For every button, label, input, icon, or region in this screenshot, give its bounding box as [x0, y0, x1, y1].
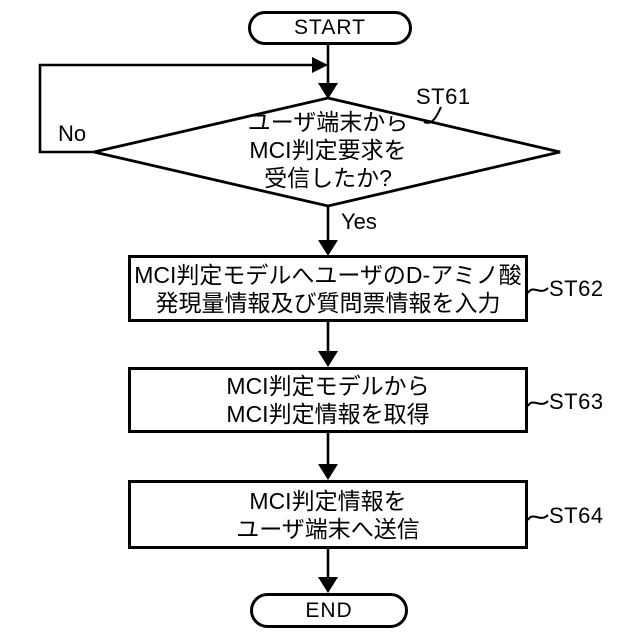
- st62-line-2: 発現量情報及び質問票情報を入力: [155, 289, 501, 316]
- start-label: START: [294, 16, 366, 39]
- st63-line-1: MCI判定モデルから: [226, 373, 430, 399]
- leader-st61: [423, 106, 442, 124]
- arrowhead-into-st63: [318, 351, 338, 367]
- no-branch-label: No: [58, 121, 87, 146]
- decision-line-1: ユーザ端末から: [247, 109, 409, 135]
- connector-no-loop: [38, 63, 312, 154]
- decision-text: ユーザ端末から MCI判定要求を 受信したか?: [168, 108, 488, 192]
- st64-line-1: MCI判定情報を: [249, 487, 407, 514]
- end-terminal: END: [250, 593, 408, 628]
- leader-st62: [527, 287, 549, 294]
- leader-st64: [527, 514, 549, 521]
- arrowhead-into-st62: [318, 240, 338, 256]
- process-box-st62: MCI判定モデルへユーザのD-アミノ酸 発現量情報及び質問票情報を入力: [128, 255, 528, 322]
- arrowhead-into-end: [318, 577, 338, 593]
- arrowhead-into-decision: [318, 83, 338, 99]
- step-id-st64: ST64: [549, 503, 604, 528]
- decision-line-2: MCI判定要求を: [249, 137, 407, 163]
- leader-st63: [527, 400, 549, 407]
- end-label: END: [305, 598, 353, 622]
- st64-line-2: ユーザ端末へ送信: [236, 515, 420, 542]
- yes-branch-label: Yes: [341, 209, 377, 234]
- step-id-st62: ST62: [549, 276, 604, 301]
- st63-line-2: MCI判定情報を取得: [226, 401, 430, 427]
- process-box-st64: MCI判定情報を ユーザ端末へ送信: [128, 480, 528, 549]
- decision-id-st61: ST61: [416, 84, 471, 109]
- start-terminal: START: [248, 11, 412, 45]
- process-box-st63: MCI判定モデルから MCI判定情報を取得: [128, 367, 528, 433]
- arrowhead-into-st64: [318, 464, 338, 480]
- decision-line-3: 受信したか?: [264, 165, 392, 191]
- st62-line-1: MCI判定モデルへユーザのD-アミノ酸: [134, 261, 522, 288]
- arrowhead-no-loop: [312, 57, 328, 73]
- step-id-st63: ST63: [549, 389, 604, 414]
